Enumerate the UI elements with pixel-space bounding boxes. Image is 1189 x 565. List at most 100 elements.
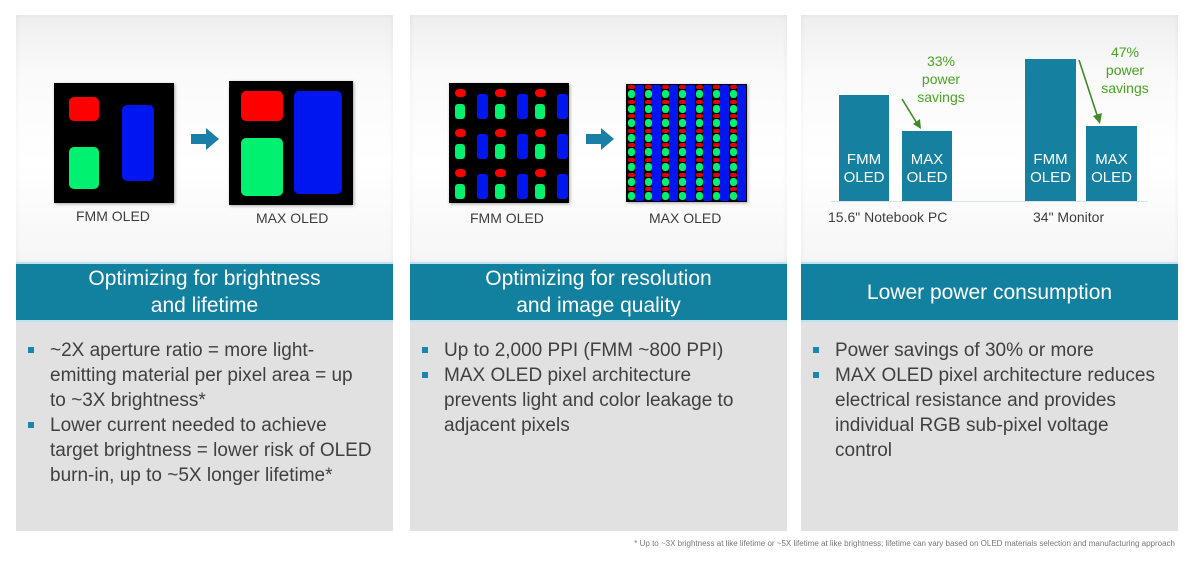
max-oled-label: MAX OLED <box>649 210 722 226</box>
category-label-monitor: 34" Monitor <box>1033 209 1105 225</box>
panel-title: Lower power consumption <box>801 262 1178 322</box>
subpixel <box>696 187 703 192</box>
subpixel <box>455 144 465 159</box>
bullet-item: ~2X aperture ratio = more light-emitting… <box>28 338 373 413</box>
subpixel <box>662 104 669 113</box>
subpixel <box>662 133 669 142</box>
subpixel <box>662 192 669 201</box>
panel-illustration: FMM OLED MAX OLED <box>16 15 393 262</box>
subpixel <box>730 177 737 186</box>
subpixel <box>645 163 652 171</box>
subpixel <box>662 128 669 133</box>
subpixel <box>495 144 505 159</box>
bullet-square-icon <box>422 372 428 378</box>
subpixel <box>662 114 669 119</box>
subpixel <box>628 119 635 128</box>
bullet-text: ~2X aperture ratio = more light-emitting… <box>50 340 353 411</box>
subpixel <box>628 85 635 89</box>
bullet-text: Lower current needed to achieve target b… <box>50 415 372 486</box>
subpixel <box>679 119 686 128</box>
subpixel <box>713 158 720 162</box>
subpixel <box>495 104 505 119</box>
subpixel <box>628 114 635 119</box>
bullet-item: Up to 2,000 PPI (FMM ~800 PPI) <box>422 338 767 363</box>
fmm-oled-pixel-grid <box>449 83 569 203</box>
subpixel <box>713 90 720 98</box>
subpixel <box>662 172 669 177</box>
subpixel <box>679 158 686 162</box>
bullet-square-icon <box>422 347 428 353</box>
subpixel <box>679 148 686 157</box>
subpixel <box>535 89 546 97</box>
subpixel <box>737 85 746 201</box>
green-subpixel <box>69 147 99 189</box>
subpixel <box>713 187 720 192</box>
bullet-list: ~2X aperture ratio = more light-emitting… <box>16 322 393 488</box>
subpixel <box>679 99 686 104</box>
subpixel <box>696 163 703 171</box>
bullet-list: Power savings of 30% or more MAX OLED pi… <box>801 322 1178 463</box>
subpixel <box>495 184 505 199</box>
subpixel <box>495 89 506 97</box>
subpixel <box>696 119 703 128</box>
subpixel <box>645 85 652 89</box>
subpixel <box>455 104 465 119</box>
red-subpixel <box>241 91 283 121</box>
subpixel <box>628 187 635 192</box>
subpixel <box>713 177 720 186</box>
panel-title-line: Lower power consumption <box>866 280 1113 304</box>
bullet-text: MAX OLED pixel architecture prevents lig… <box>444 365 734 436</box>
subpixel <box>696 128 703 133</box>
fmm-oled-label: FMM OLED <box>470 210 544 226</box>
subpixel <box>713 148 720 157</box>
panel-body: Power savings of 30% or more MAX OLED pi… <box>801 322 1178 531</box>
subpixel <box>730 133 737 142</box>
subpixel <box>730 187 737 192</box>
bullet-square-icon <box>28 347 34 353</box>
bullet-list: Up to 2,000 PPI (FMM ~800 PPI) MAX OLED … <box>410 322 787 438</box>
footnote: * Up to ~3X brightness at like lifetime … <box>634 539 1175 548</box>
subpixel <box>730 85 737 89</box>
subpixel <box>662 158 669 162</box>
panel-body: Up to 2,000 PPI (FMM ~800 PPI) MAX OLED … <box>410 322 787 531</box>
subpixel <box>720 85 729 201</box>
bullet-square-icon <box>813 372 819 378</box>
subpixel <box>679 128 686 133</box>
subpixel <box>477 174 488 199</box>
subpixel <box>679 187 686 192</box>
panel-title-line: and image quality <box>516 294 681 317</box>
subpixel <box>662 143 669 148</box>
subpixel <box>662 148 669 157</box>
subpixel <box>645 133 652 142</box>
subpixel <box>713 85 720 89</box>
savings-line: savings <box>1101 80 1149 96</box>
category-label-notebook: 15.6" Notebook PC <box>828 209 948 225</box>
subpixel <box>713 192 720 201</box>
subpixel <box>455 184 465 199</box>
panel-resolution: FMM OLED MAX OLED Optimizing for resolut… <box>410 15 787 531</box>
subpixel <box>495 169 506 177</box>
subpixel <box>730 114 737 119</box>
bullet-text: Power savings of 30% or more <box>835 340 1094 361</box>
subpixel <box>628 128 635 133</box>
subpixel <box>645 158 652 162</box>
max-oled-label: MAX OLED <box>256 210 329 226</box>
subpixel <box>477 94 488 119</box>
savings-line: savings <box>917 89 965 105</box>
subpixel <box>662 187 669 192</box>
subpixel <box>713 114 720 119</box>
subpixel <box>645 172 652 177</box>
subpixel <box>730 158 737 162</box>
subpixel <box>679 172 686 177</box>
subpixel <box>455 169 466 177</box>
panel-title-line: Optimizing for resolution <box>485 267 712 290</box>
subpixel <box>696 99 703 104</box>
panel-illustration: FMM OLED MAX OLED <box>410 15 787 262</box>
subpixel <box>669 85 678 201</box>
